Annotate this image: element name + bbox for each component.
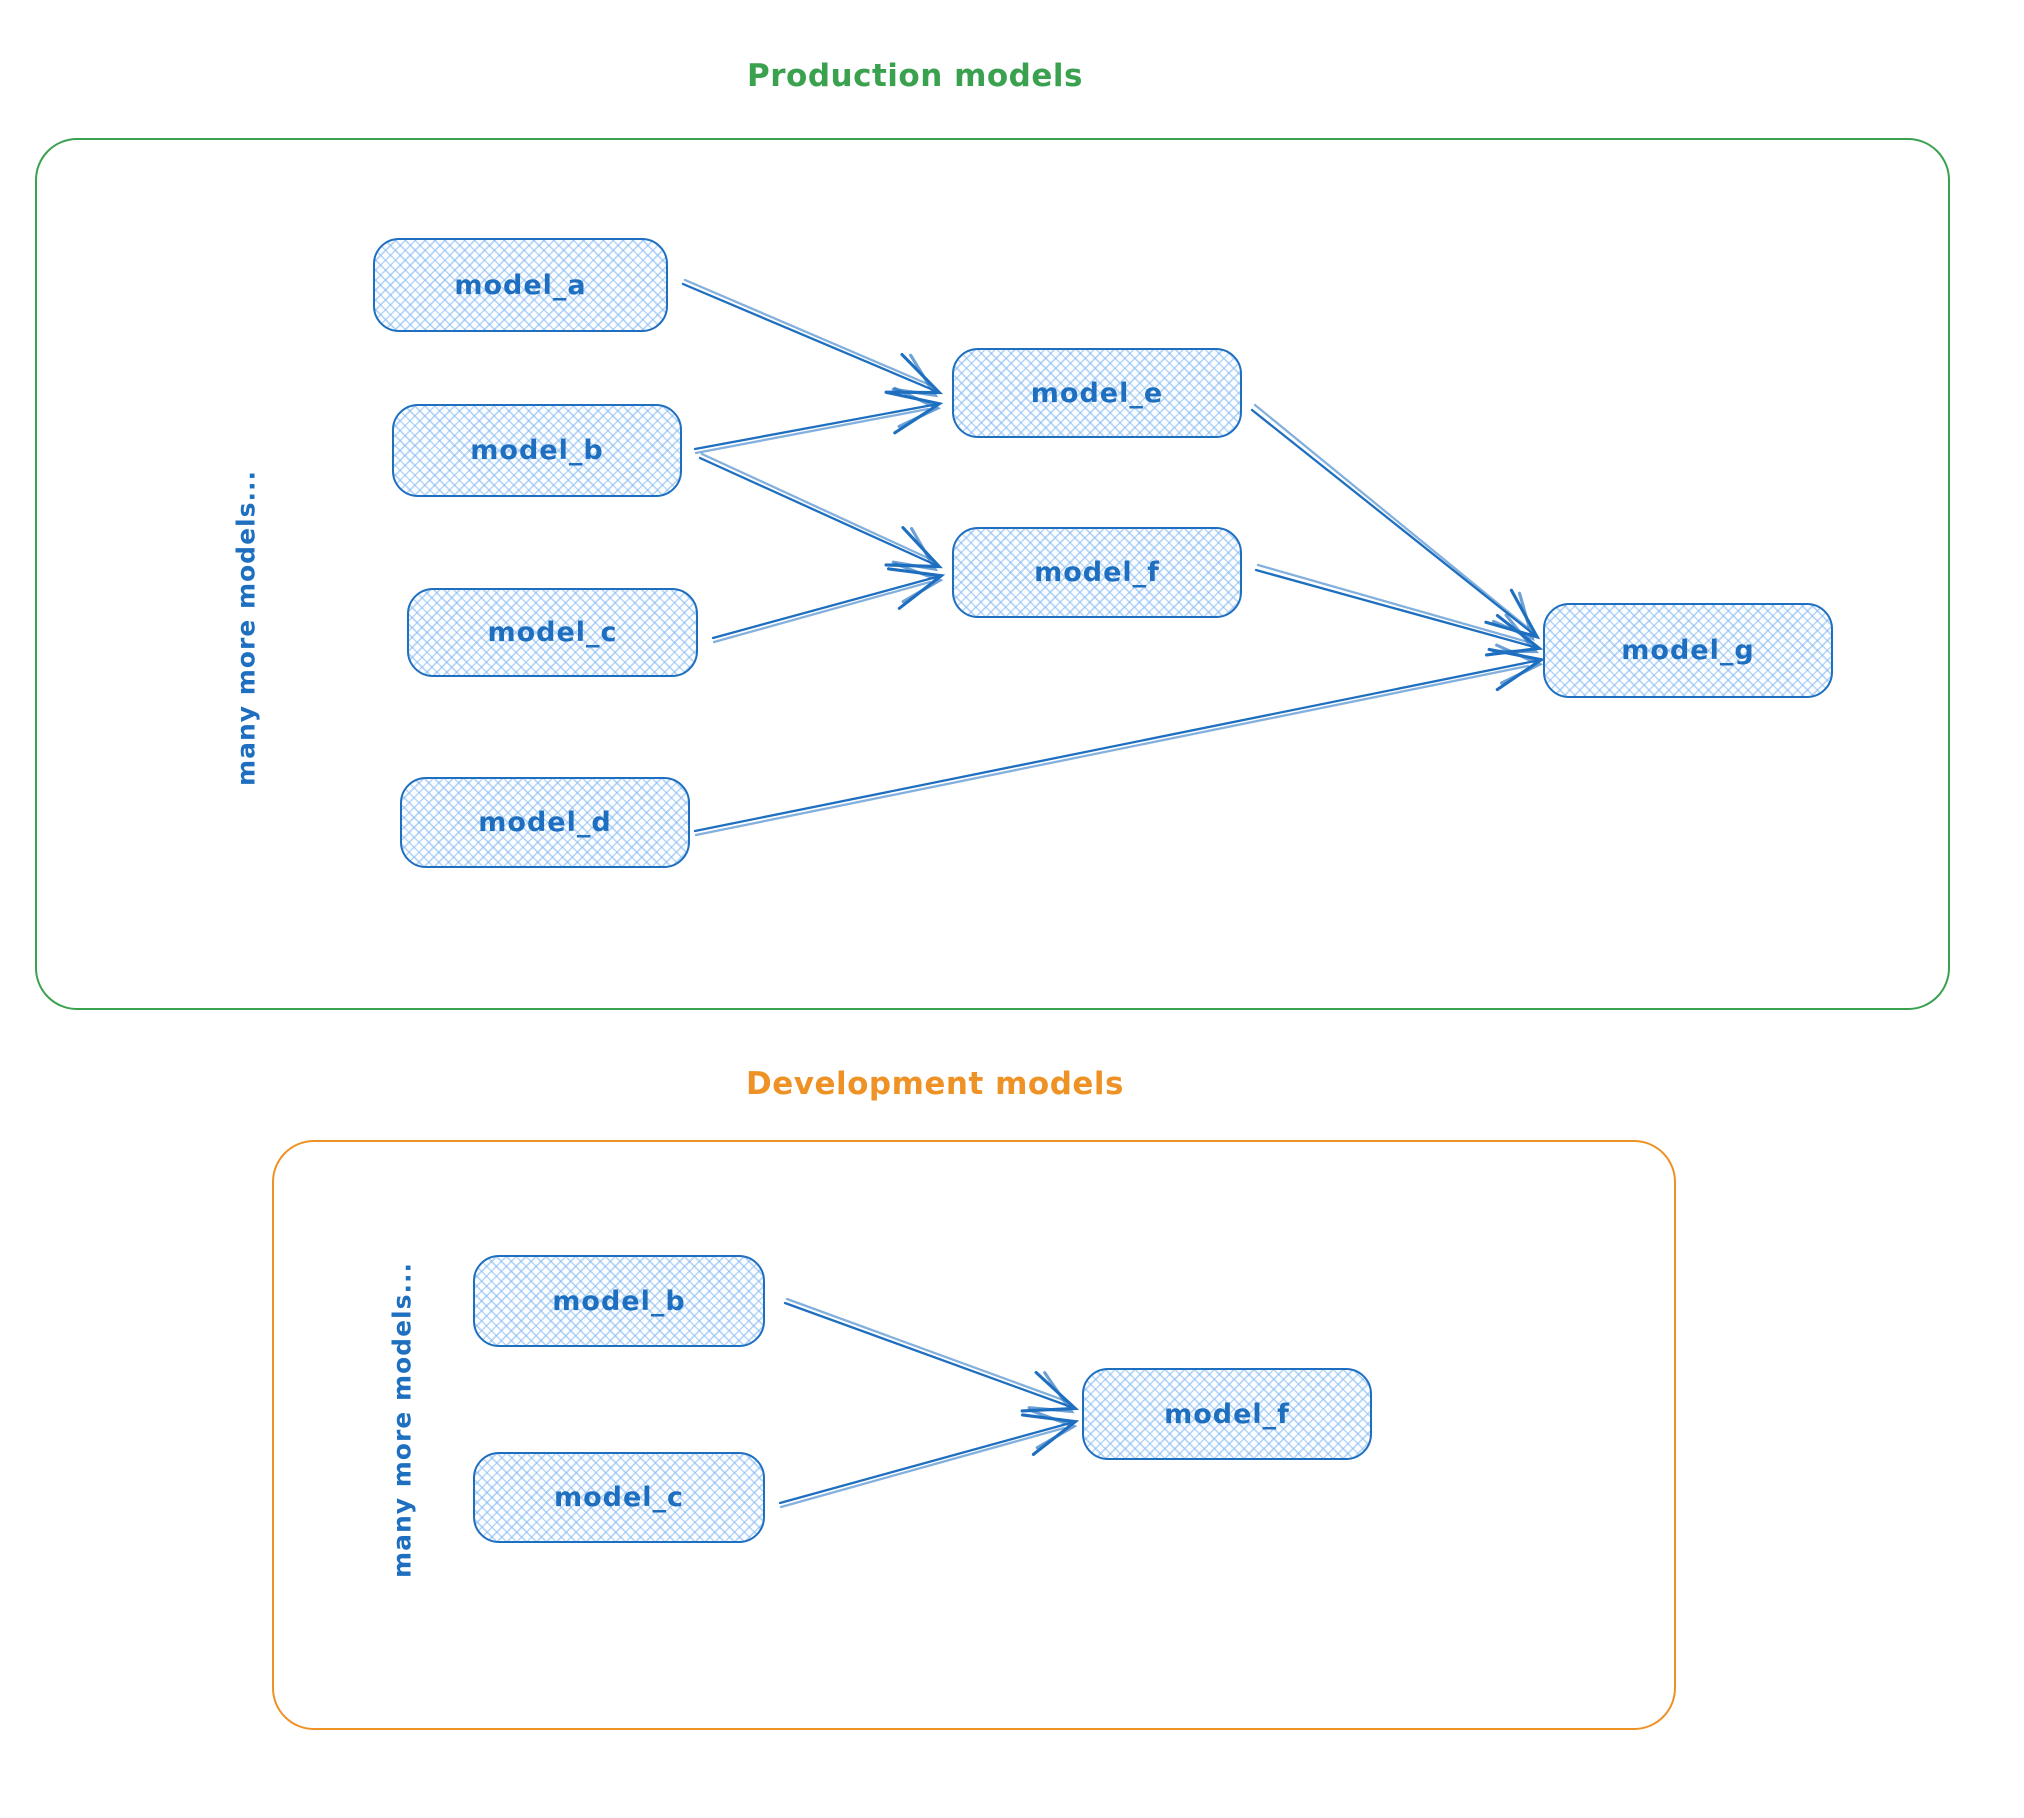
production-frame — [35, 138, 1950, 1010]
development-section-title: Development models — [745, 1066, 1125, 1102]
node-development-model-b: model_b — [473, 1255, 765, 1347]
node-label: model_c — [553, 1482, 685, 1513]
node-label: model_c — [487, 617, 618, 648]
node-production-model-e: model_e — [952, 348, 1242, 438]
node-label: model_g — [1621, 635, 1755, 666]
node-development-model-f: model_f — [1082, 1368, 1372, 1460]
node-label: model_b — [470, 435, 604, 466]
node-production-model-a: model_a — [373, 238, 668, 332]
node-development-model-c: model_c — [473, 1452, 765, 1543]
node-label: model_e — [1030, 377, 1164, 409]
node-production-model-d: model_d — [400, 777, 690, 868]
node-label: model_b — [552, 1285, 686, 1317]
node-production-model-b: model_b — [392, 404, 682, 497]
node-production-model-g: model_g — [1543, 603, 1833, 698]
production-section-title: Production models — [747, 58, 1083, 94]
development-frame — [272, 1140, 1676, 1730]
node-label: model_d — [478, 807, 612, 838]
node-label: model_a — [454, 269, 587, 301]
node-production-model-c: model_c — [407, 588, 698, 677]
node-label: model_f — [1164, 1398, 1290, 1430]
node-label: model_f — [1034, 557, 1160, 588]
development-side-label: many more models... — [387, 1262, 417, 1578]
node-production-model-f: model_f — [952, 527, 1242, 618]
production-side-label: many more models... — [231, 470, 261, 786]
